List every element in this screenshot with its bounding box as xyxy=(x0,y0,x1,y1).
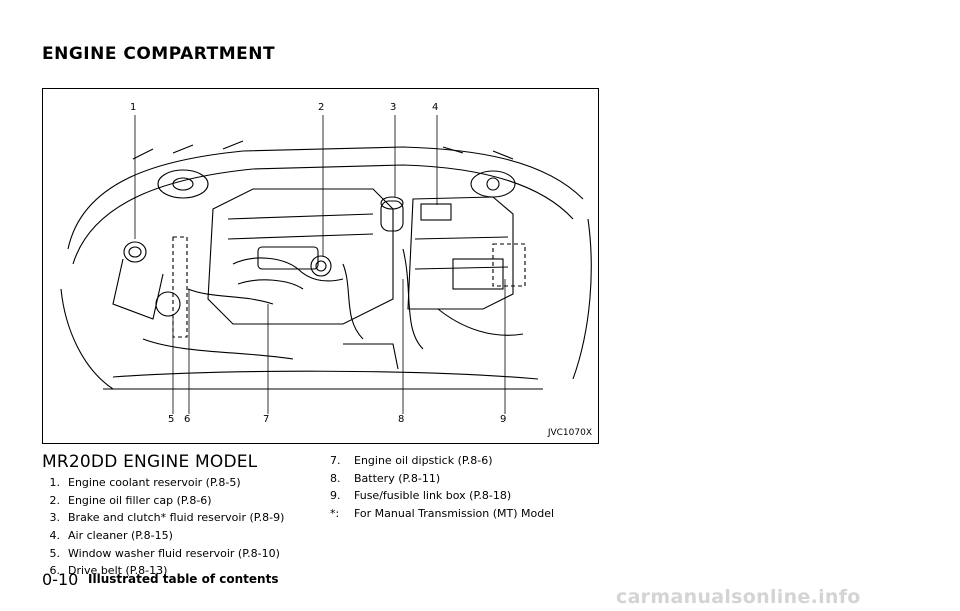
list-item: 1. Engine coolant reservoir (P.8-5) xyxy=(44,474,314,492)
figure-code: JVC1070X xyxy=(547,428,592,438)
item-number: 8. xyxy=(330,471,341,485)
watermark: carmanualsonline.info xyxy=(616,586,861,608)
callout-7: 7 xyxy=(263,414,270,425)
list-item: *: For Manual Transmission (MT) Model xyxy=(330,505,610,523)
item-number: 6. xyxy=(49,564,61,578)
section-title: ENGINE COMPARTMENT xyxy=(42,44,276,64)
callout-4: 4 xyxy=(432,102,439,113)
item-number: 1. xyxy=(49,476,61,490)
item-text: Brake and clutch* fluid reservoir (P.8-9… xyxy=(68,511,285,525)
callout-5: 5 xyxy=(168,414,175,425)
list-item: 2. Engine oil filler cap (P.8-6) xyxy=(44,492,314,510)
item-text: Engine oil dipstick (P.8-6) xyxy=(354,454,493,468)
list-item: 6. Drive belt (P.8-13) xyxy=(44,562,314,580)
callout-8: 8 xyxy=(398,414,405,425)
item-text: Engine oil filler cap (P.8-6) xyxy=(68,493,212,507)
item-number: 4. xyxy=(49,529,61,543)
page-number: 0-10 xyxy=(42,570,79,589)
callout-2: 2 xyxy=(318,102,325,113)
list-item: 5. Window washer fluid reservoir (P.8-10) xyxy=(44,544,314,562)
engine-compartment-figure: 1 2 3 4 5 6 7 8 9 JVC1070X xyxy=(42,88,599,444)
list-item: 7. Engine oil dipstick (P.8-6) xyxy=(330,452,610,470)
item-number: *: xyxy=(330,507,340,521)
item-text: Window washer fluid reservoir (P.8-10) xyxy=(68,546,280,560)
component-list-left: 1. Engine coolant reservoir (P.8-5) 2. Eng… xyxy=(44,474,314,580)
item-text: Fuse/fusible link box (P.8-18) xyxy=(354,489,512,503)
list-item: 3. Brake and clutch* fluid reservoir (P.8… xyxy=(44,509,314,527)
engine-illustration xyxy=(60,115,592,414)
item-text: Drive belt (P.8-13) xyxy=(68,564,168,578)
callout-3: 3 xyxy=(390,102,397,113)
component-list-right: 7. Engine oil dipstick (P.8-6) 8. Battery … xyxy=(330,452,610,522)
model-heading: MR20DD ENGINE MODEL xyxy=(42,452,258,472)
list-item: 8. Battery (P.8-11) xyxy=(330,470,610,488)
item-number: 5. xyxy=(49,546,61,560)
item-text: Battery (P.8-11) xyxy=(354,471,441,485)
item-text: For Manual Transmission (MT) Model xyxy=(354,507,555,521)
callout-9: 9 xyxy=(500,414,507,425)
footer-title: Illustrated table of contents xyxy=(88,572,279,586)
item-text: Engine coolant reservoir (P.8-5) xyxy=(68,476,241,490)
item-number: 2. xyxy=(49,493,61,507)
list-item: 4. Air cleaner (P.8-15) xyxy=(44,527,314,545)
item-number: 9. xyxy=(330,489,341,503)
item-number: 7. xyxy=(330,454,341,468)
list-item: 9. Fuse/fusible link box (P.8-18) xyxy=(330,487,610,505)
item-number: 3. xyxy=(49,511,61,525)
callout-6: 6 xyxy=(184,414,191,425)
item-text: Air cleaner (P.8-15) xyxy=(68,529,173,543)
callout-1: 1 xyxy=(130,102,137,113)
